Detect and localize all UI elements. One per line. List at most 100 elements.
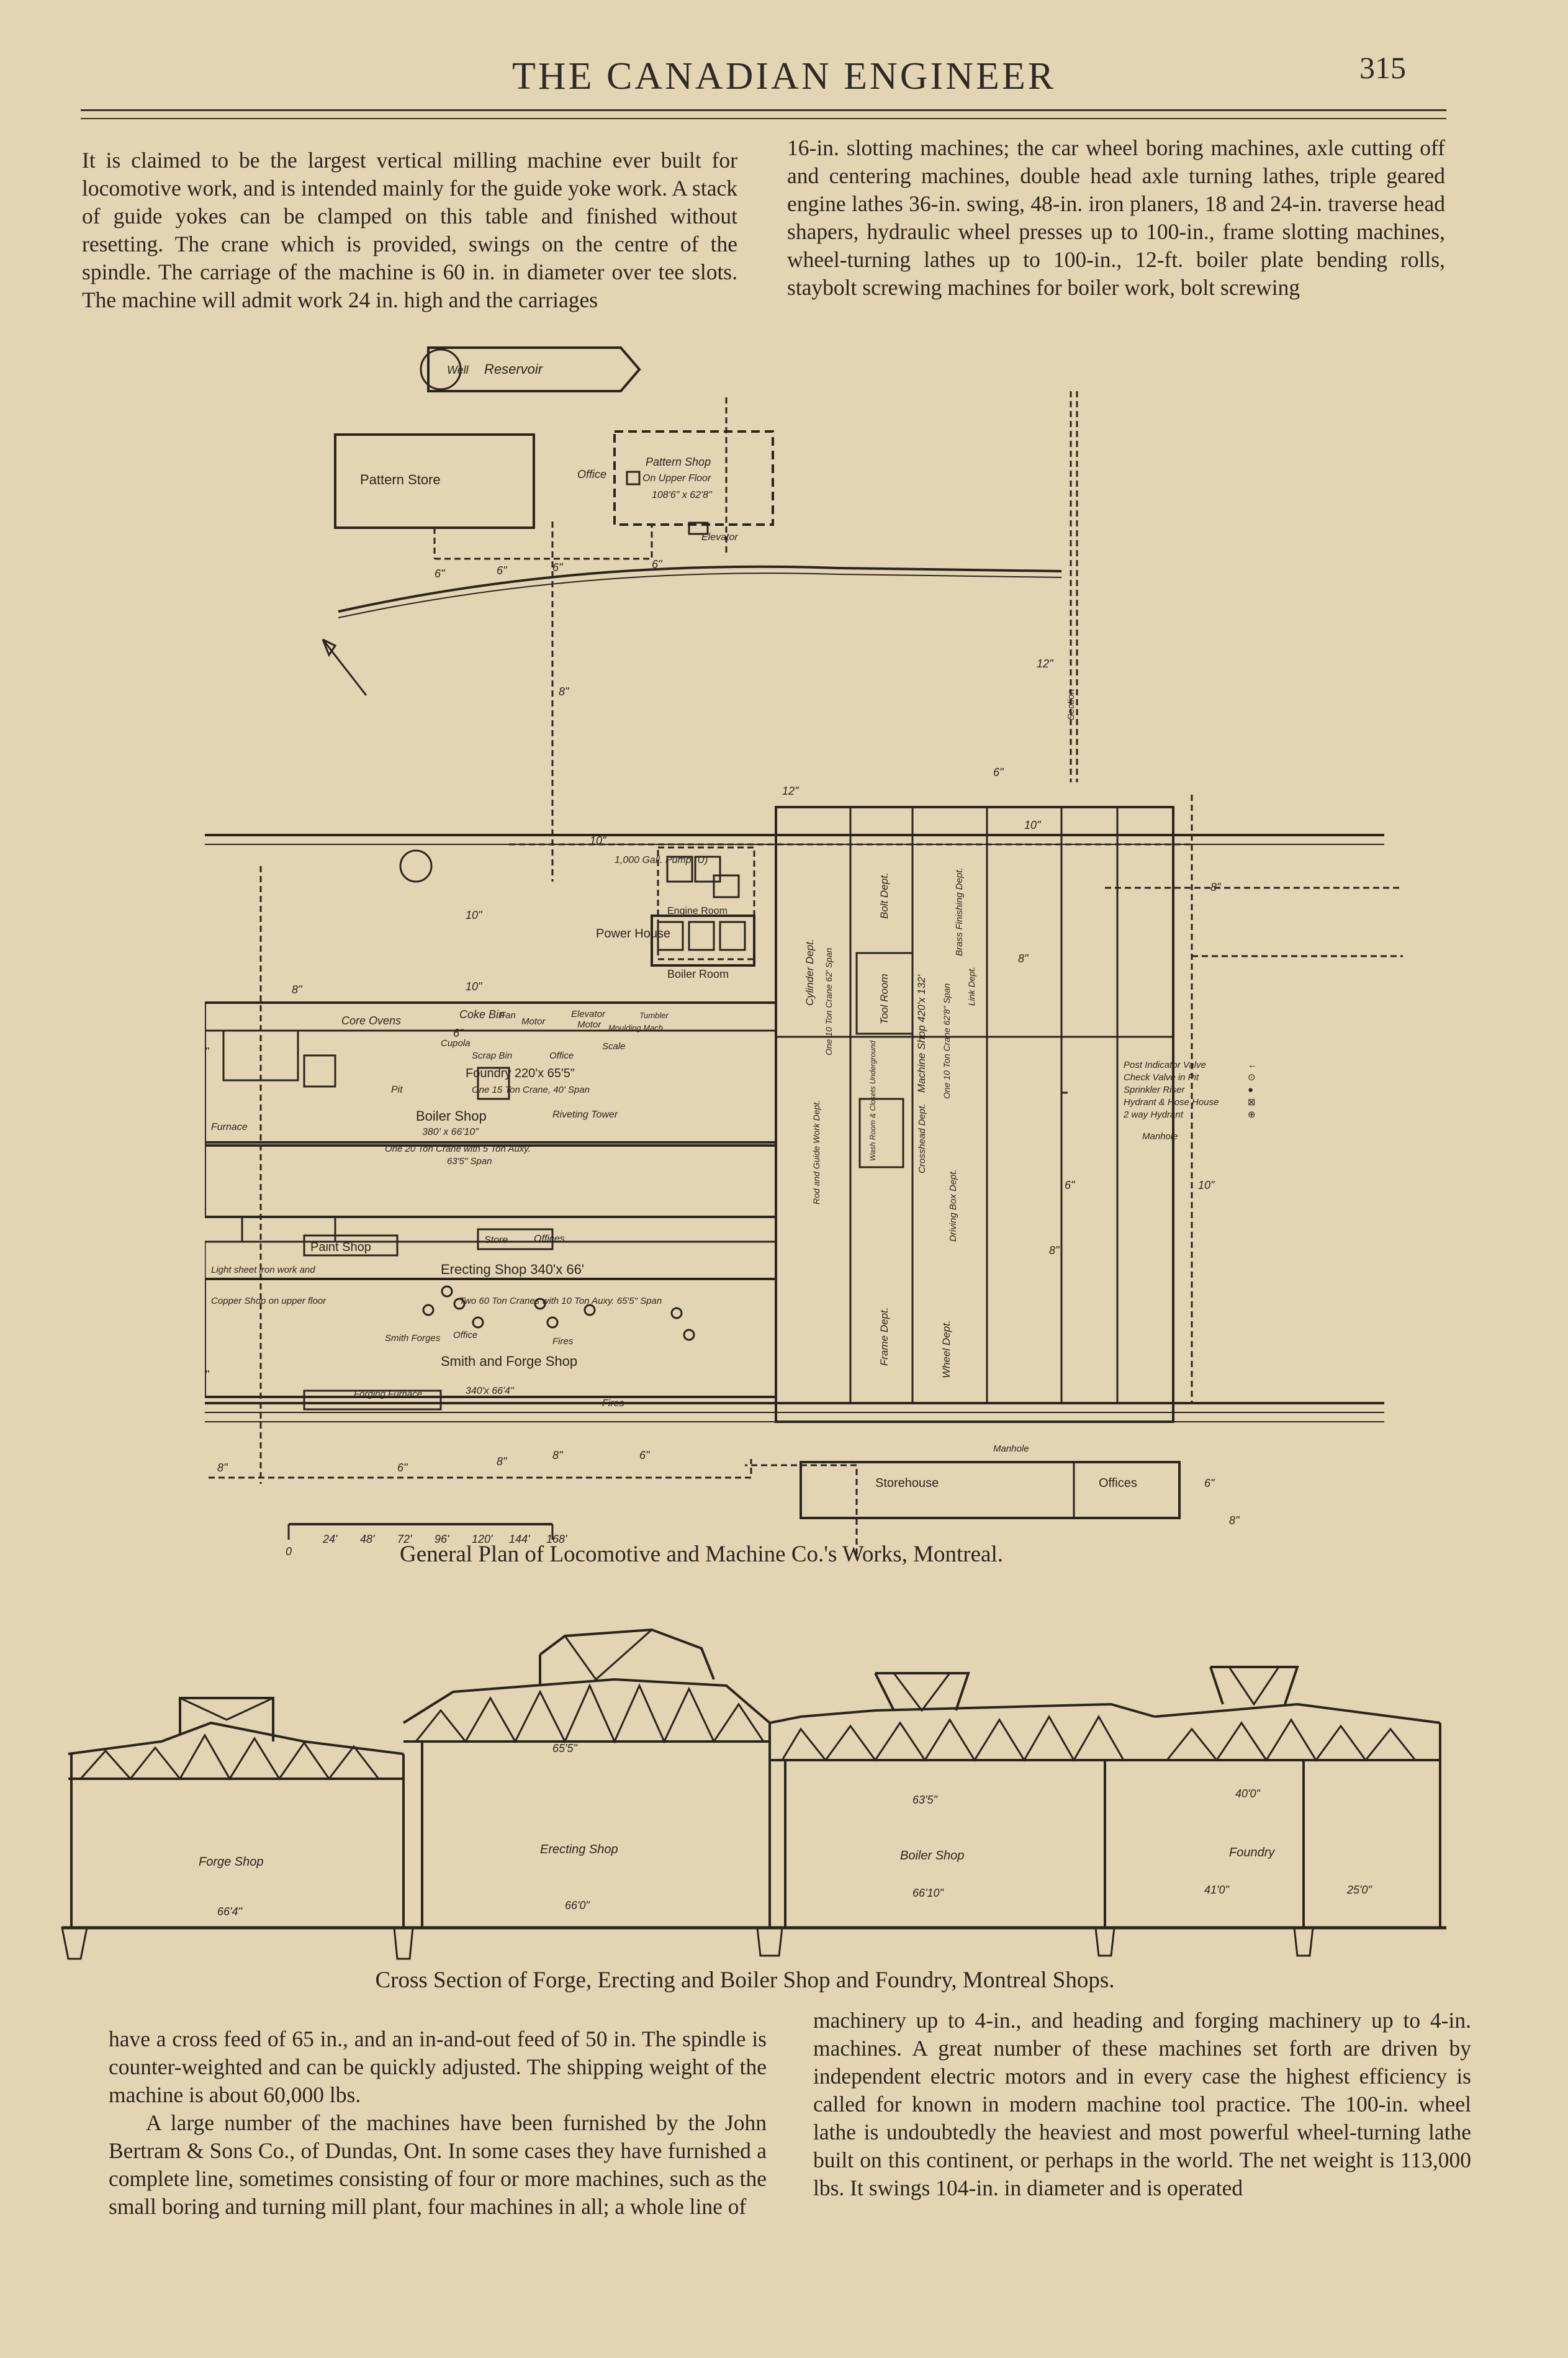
- dim: 12": [782, 785, 800, 797]
- section-dim-erecting-top: 65'5": [552, 1742, 578, 1755]
- label-office-2: Office: [549, 1050, 574, 1061]
- legend-item-1-symbol: ⊙: [1248, 1072, 1256, 1083]
- label-pattern-store: Pattern Store: [360, 472, 441, 487]
- section-dim-erecting: 66'0": [565, 1899, 590, 1912]
- paragraph: have a cross feed of 65 in., and an in-a…: [109, 2026, 767, 2107]
- dim: 8": [1049, 1244, 1060, 1257]
- label-furnace: Furnace: [211, 1122, 248, 1132]
- plan-legend: Post Indicator Valve ← Check Valve in Pi…: [1123, 1060, 1257, 1120]
- dim: 8": [1018, 952, 1029, 965]
- label-erecting-shop: Erecting Shop 340'x 66': [441, 1262, 584, 1277]
- label-core-ovens: Core Ovens: [341, 1014, 401, 1027]
- label-cylinder-dept: Cylinder Dept.: [804, 939, 816, 1006]
- paragraph: 16-in. slotting machines; the car wheel …: [787, 135, 1445, 300]
- journal-title: THE CANADIAN ENGINEER: [511, 55, 1057, 97]
- label-fan: Fan: [500, 1010, 516, 1021]
- dim: 8": [497, 1455, 508, 1468]
- label-pattern-shop-sub: On Upper Floor: [642, 473, 711, 484]
- section-dim-foundry-top: 40'0": [1235, 1787, 1261, 1800]
- dim: 10": [1198, 1179, 1215, 1191]
- dim: 6": [652, 558, 663, 571]
- scale-bar: 0 24' 48' 72' 96' 120' 144' 168': [286, 1533, 567, 1558]
- section-label-foundry: Foundry: [1229, 1846, 1275, 1859]
- label-manhole-2: Manhole: [993, 1443, 1029, 1454]
- dim: 10": [466, 909, 483, 921]
- dim: 6": [497, 564, 508, 577]
- label-bolt-dept: Bolt Dept.: [878, 872, 890, 919]
- cross-section-drawing: Forge Shop Erecting Shop Boiler Shop Fou…: [61, 1628, 1446, 1960]
- dim: 6": [1204, 1477, 1215, 1489]
- label-pit: Pit: [391, 1085, 403, 1095]
- label-smith-forges: Smith Forges: [385, 1333, 441, 1344]
- dim: 10": [590, 834, 607, 847]
- label-crosshead: Crosshead Dept.: [917, 1103, 927, 1173]
- label-ms-crane: One 10 Ton Crane 62'8" Span: [942, 983, 952, 1099]
- label-light-sheet: Light sheet iron work and: [211, 1265, 315, 1275]
- label-fires-2: Fires: [602, 1398, 624, 1409]
- label-brass-finishing: Brass Finishing Dept.: [954, 867, 965, 956]
- section-dim-boiler: 66'10": [912, 1887, 944, 1899]
- paragraph: machinery up to 4-in., and heading and f…: [813, 2008, 1471, 2200]
- label-motor-2: Motor: [577, 1019, 602, 1030]
- legend-item-3-label: Hydrant & Hose House: [1124, 1097, 1219, 1108]
- label-pattern-shop-dim: 108'6" x 62'8": [652, 490, 713, 500]
- legend-item-1-label: Check Valve in Pit: [1124, 1072, 1199, 1083]
- label-frame-dept: Frame Dept.: [878, 1308, 890, 1366]
- legend-item-0-symbol: ←: [1248, 1060, 1257, 1070]
- label-elevator-2: Elevator: [571, 1009, 606, 1019]
- general-plan-drawing: Well Reservoir Pattern Store Office Patt…: [205, 346, 1403, 1558]
- plan-caption: General Plan of Locomotive and Machine C…: [400, 1542, 1003, 1567]
- legend-item-0-label: Post Indicator Valve: [1124, 1060, 1206, 1070]
- header-rule-top: [81, 109, 1446, 111]
- label-storehouse: Storehouse: [875, 1476, 939, 1490]
- label-erecting-cranes: Two 60 Ton Cranes with 10 Ton Auxy. 65'5…: [459, 1296, 662, 1306]
- label-pump: 1,000 Gall. Pump (U): [615, 855, 708, 865]
- section-label-erecting: Erecting Shop: [540, 1843, 618, 1856]
- dim: 8": [205, 1046, 210, 1058]
- scale-tick: 120': [472, 1533, 493, 1545]
- label-smith-shop: Smith and Forge Shop: [441, 1353, 577, 1369]
- paragraph: It is claimed to be the largest vertical…: [82, 148, 737, 312]
- dim: 6": [435, 567, 446, 580]
- paragraph: A large number of the machines have been…: [109, 2110, 767, 2219]
- label-engine-room: Engine Room: [667, 906, 728, 916]
- label-boiler-shop: Boiler Shop: [416, 1108, 487, 1124]
- text-column-top-right: 16-in. slotting machines; the car wheel …: [787, 134, 1445, 302]
- label-boiler-crane: One 20 Ton Crane with 5 Ton Auxy.: [385, 1144, 531, 1154]
- section-caption: Cross Section of Forge, Erecting and Boi…: [375, 1967, 1115, 1993]
- label-elevator: Elevator: [701, 532, 738, 543]
- dim: 6": [552, 561, 564, 574]
- label-smith-dim: 340'x 66'4": [466, 1386, 515, 1396]
- scale-tick: 0: [286, 1545, 292, 1558]
- dim: 6": [993, 766, 1004, 779]
- label-cupola: Cupola: [441, 1038, 471, 1049]
- dim: 6": [453, 1027, 464, 1039]
- label-manhole: Manhole: [1142, 1131, 1178, 1142]
- legend-item-3-symbol: ⊠: [1248, 1097, 1256, 1108]
- label-coke-bin: Coke Bin: [459, 1008, 505, 1021]
- label-offices-2: Offices: [1099, 1476, 1137, 1490]
- label-scale: Scale: [602, 1041, 626, 1052]
- scale-tick: 144': [509, 1533, 530, 1545]
- dim: 8": [559, 685, 570, 698]
- label-tool-room: Tool Room: [878, 973, 890, 1024]
- label-link-dept: Link Dept.: [966, 967, 976, 1006]
- label-paint-shop: Paint Shop: [310, 1240, 371, 1254]
- label-copper-shop: Copper Shop on upper floor: [211, 1296, 327, 1306]
- label-cyl-crane: One 10 Ton Crane 62' Span: [824, 947, 834, 1055]
- dim: 10": [466, 980, 483, 993]
- label-offices: Offices: [534, 1234, 565, 1244]
- dim: 8": [1210, 881, 1222, 893]
- legend-item-4-symbol: ⊕: [1248, 1109, 1256, 1120]
- section-label-forge: Forge Shop: [199, 1855, 264, 1869]
- dim: 6": [639, 1449, 651, 1461]
- page-number: 315: [1359, 50, 1406, 85]
- section-dim-boiler-top: 63'5": [912, 1794, 938, 1806]
- label-tumbler: Tumbler: [639, 1011, 669, 1020]
- dim: 8": [552, 1449, 564, 1461]
- label-fires: Fires: [552, 1336, 574, 1347]
- dim: 8": [205, 1368, 210, 1381]
- scale-tick: 48': [360, 1533, 375, 1545]
- label-motor: Motor: [521, 1016, 546, 1027]
